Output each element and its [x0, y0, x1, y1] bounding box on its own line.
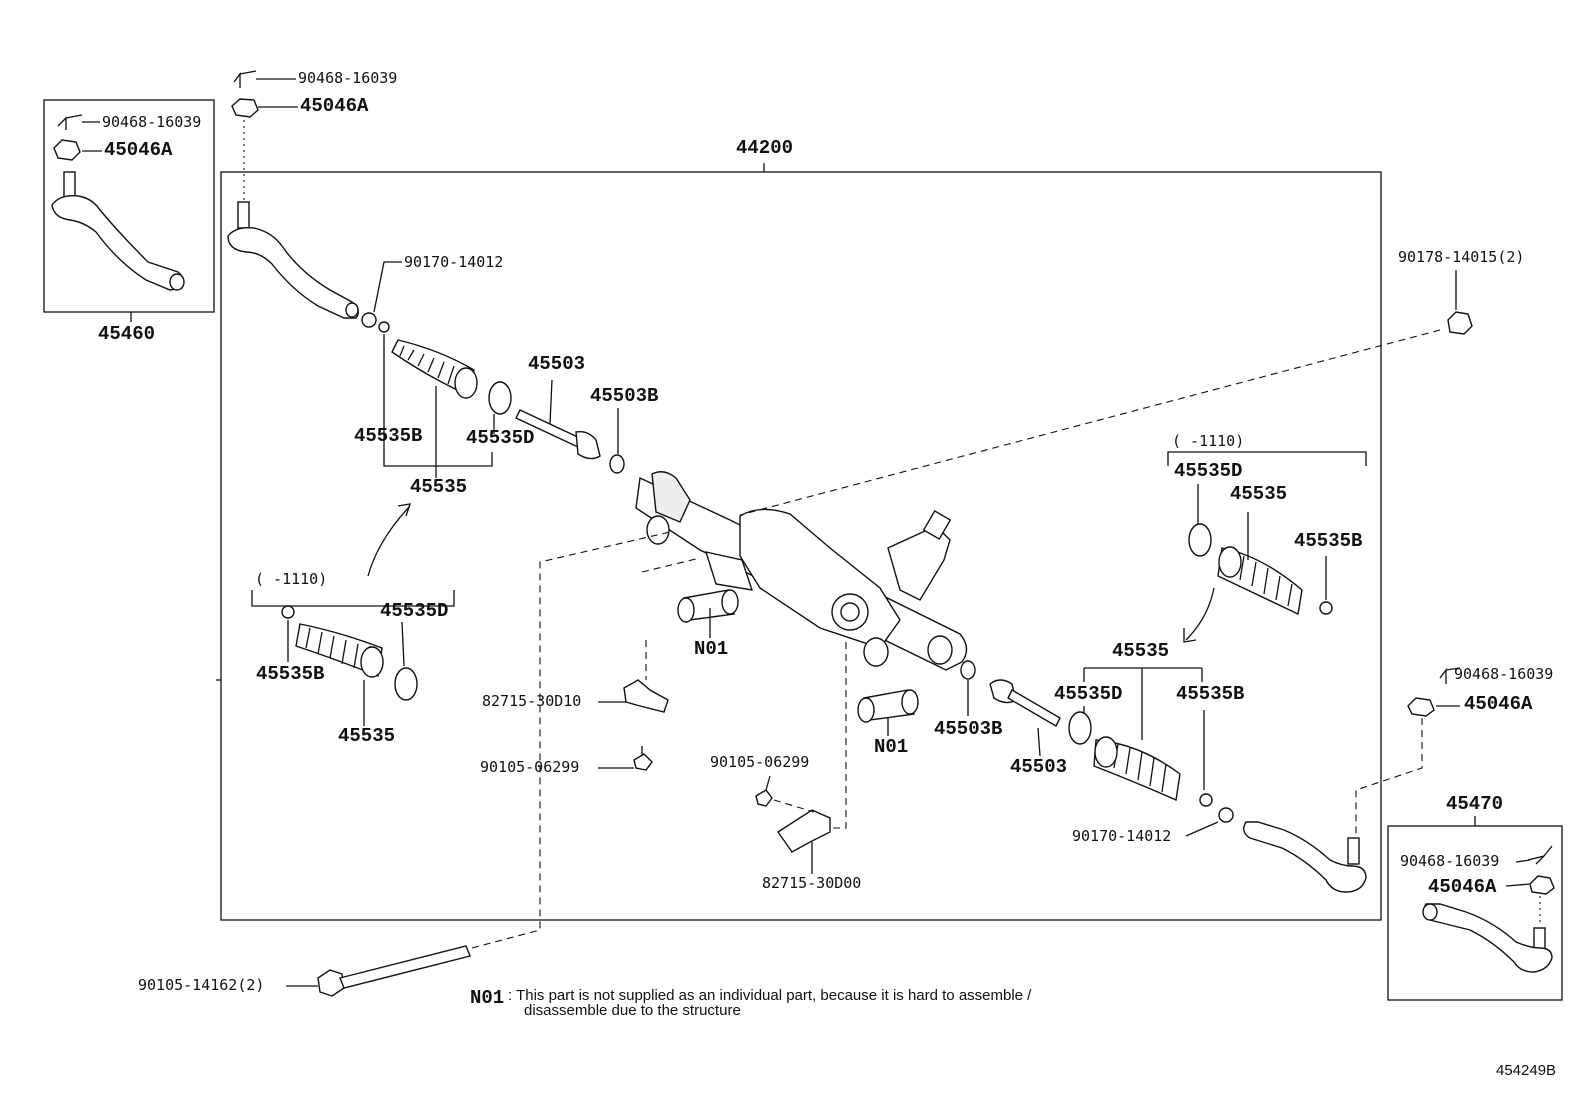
label-washer-left: 45503B [590, 385, 659, 407]
label-assy: 44200 [736, 137, 794, 159]
label-clamp-d-right: 45535D [1054, 683, 1123, 705]
label-n01-b: N01 [874, 736, 909, 758]
bracket-a-icon [623, 679, 669, 713]
bolt-top-left-icon [233, 70, 257, 88]
label-sub-right-b: 45535B [1294, 530, 1363, 552]
inner-rod-left-icon [515, 409, 625, 474]
sub-clamp-d-left-icon [394, 667, 418, 701]
arrow-left-icon [367, 505, 411, 577]
tie-rod-end-right-icon [1243, 821, 1367, 893]
rack-housing-icon [635, 471, 968, 671]
label-clamp-b-right: 45535B [1176, 683, 1245, 705]
inner-rod-right-icon [989, 679, 1061, 727]
note-line-1: : This part is not supplied as an indivi… [508, 987, 1032, 1004]
label-sub-left-d: 45535D [380, 600, 449, 622]
label-bolt-top-left: 90468-16039 [298, 69, 398, 87]
boot-right-icon [1068, 711, 1181, 802]
label-screw-a: 90105-06299 [480, 758, 580, 776]
sub-clamp-left-icon [281, 605, 295, 619]
label-bolt-right: 90468-16039 [1454, 665, 1554, 683]
tie-rod-end-left-inset-icon [51, 114, 185, 291]
washer-right-icon [960, 660, 976, 680]
label-screw-b: 90105-06299 [710, 753, 810, 771]
clip-right-icon [1218, 807, 1234, 823]
label-box-right-nut: 45046A [1428, 876, 1497, 898]
label-sub-right-d: 45535D [1174, 460, 1243, 482]
long-bolt-icon [317, 945, 471, 997]
label-clamp-d-left: 45535D [466, 427, 535, 449]
note-tag: N01 [470, 987, 505, 1009]
label-long-bolt: 90105-14162(2) [138, 976, 265, 994]
boot-left-icon [391, 339, 512, 415]
clamp-right-icon [1199, 793, 1213, 807]
label-nut-top-right: 90178-14015(2) [1398, 248, 1525, 266]
sub-boot-left-icon [295, 623, 384, 678]
label-clamp-b-left: 45535B [354, 425, 423, 447]
label-nut-top-left: 45046A [300, 95, 369, 117]
label-n01-a: N01 [694, 638, 729, 660]
label-box-right-part: 45470 [1446, 793, 1504, 815]
mount-bushing-a-icon [677, 589, 739, 623]
label-range-left: ( -1110) [255, 570, 328, 588]
label-sub-left-b: 45535B [256, 663, 325, 685]
clip-left-icon [361, 312, 377, 328]
label-box-left-bolt: 90468-16039 [102, 113, 202, 131]
nut-top-left-icon [231, 98, 259, 118]
mount-bushing-b-icon [857, 689, 919, 723]
assembly-frame [220, 171, 1382, 921]
label-range-right: ( -1110) [1172, 432, 1245, 450]
arrow-right-icon [1185, 587, 1215, 641]
label-box-left-part: 45460 [98, 323, 156, 345]
sub-boot-right-icon [1217, 546, 1303, 616]
tie-rod-end-right-inset-icon [1422, 845, 1555, 973]
label-clip-left: 90170-14012 [404, 253, 504, 271]
label-clip-right: 90170-14012 [1072, 827, 1172, 845]
diagram-code: 454249B [1496, 1062, 1557, 1079]
label-boot-right: 45535 [1112, 640, 1170, 662]
label-bracket-a: 82715-30D10 [482, 692, 582, 710]
label-sub-right-boot: 45535 [1230, 483, 1288, 505]
note-line-2: disassemble due to the structure [524, 1002, 741, 1019]
label-rod-left: 45503 [528, 353, 586, 375]
screw-a-icon [633, 753, 653, 771]
label-washer-right: 45503B [934, 718, 1003, 740]
screw-b-icon [755, 789, 773, 807]
nut-top-right-icon [1447, 311, 1473, 335]
label-boot-left: 45535 [410, 476, 468, 498]
label-bracket-b: 82715-30D00 [762, 874, 862, 892]
bolt-right-icon [1439, 667, 1461, 684]
bracket-b-icon [777, 809, 831, 853]
label-nut-right: 45046A [1464, 693, 1533, 715]
sub-clamp-right-icon [1319, 601, 1333, 615]
inset-box-left [43, 99, 215, 313]
tie-rod-end-left-icon [227, 201, 359, 319]
sub-clamp-d-right-icon [1188, 523, 1212, 557]
label-sub-left-boot: 45535 [338, 725, 396, 747]
nut-right-icon [1407, 697, 1435, 717]
label-box-right-bolt: 90468-16039 [1400, 852, 1500, 870]
label-box-left-nut: 45046A [104, 139, 173, 161]
label-rod-right: 45503 [1010, 756, 1068, 778]
